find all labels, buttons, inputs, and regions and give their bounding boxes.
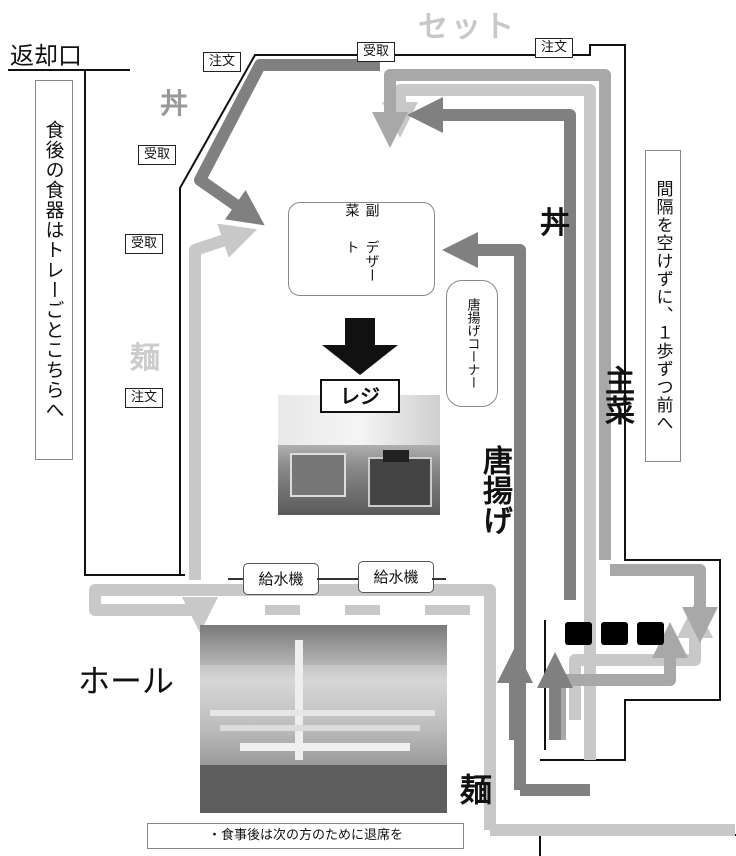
water-machine-2: 給水機	[358, 561, 434, 593]
dessert-text: デザート	[343, 240, 380, 283]
register-photo	[278, 395, 440, 515]
karaage-label: 唐揚げ	[477, 445, 512, 535]
return-note: 食後の食器はトレーごとこちらへ	[35, 80, 73, 460]
register-block-1	[565, 622, 592, 645]
leave-note: ・食事後は次の方のために退席を	[147, 823, 464, 849]
receive-tag-set: 受取	[357, 42, 396, 62]
don-label-top: 丼	[160, 87, 189, 120]
register-label: レジ	[320, 379, 400, 413]
spacing-note: 間隔を空けずに、１歩ずつ前へ	[645, 150, 681, 462]
receive-tag-men: 受取	[125, 234, 164, 254]
side-dessert-box: 副菜 デザート	[288, 202, 435, 296]
karaage-corner-line1: 唐揚げ	[464, 298, 480, 337]
order-tag-set: 注文	[535, 38, 574, 58]
order-tag-men: 注文	[125, 388, 164, 408]
karaage-corner-box: 唐揚げ コーナー	[446, 280, 498, 407]
hall-label: ホール	[78, 662, 175, 700]
side-dish-text: 副菜	[343, 203, 380, 217]
main-dish-label: 主菜	[599, 365, 634, 425]
water-machine-1: 給水機	[243, 563, 319, 595]
set-label: セット	[418, 10, 517, 45]
men-label-left: 麺	[130, 341, 160, 376]
hall-photo	[200, 625, 447, 813]
return-counter-label: 返却口	[10, 42, 82, 70]
karaage-route	[194, 59, 590, 796]
men-label-bottom: 麺	[460, 771, 493, 809]
don-label-right: 丼	[540, 206, 570, 241]
register-block-3	[637, 622, 664, 645]
register-block-2	[601, 622, 628, 645]
order-tag-don: 注文	[203, 52, 242, 72]
register-arrow	[322, 318, 398, 375]
karaage-corner-line2: コーナー	[464, 337, 480, 389]
receive-tag-don: 受取	[138, 145, 177, 165]
